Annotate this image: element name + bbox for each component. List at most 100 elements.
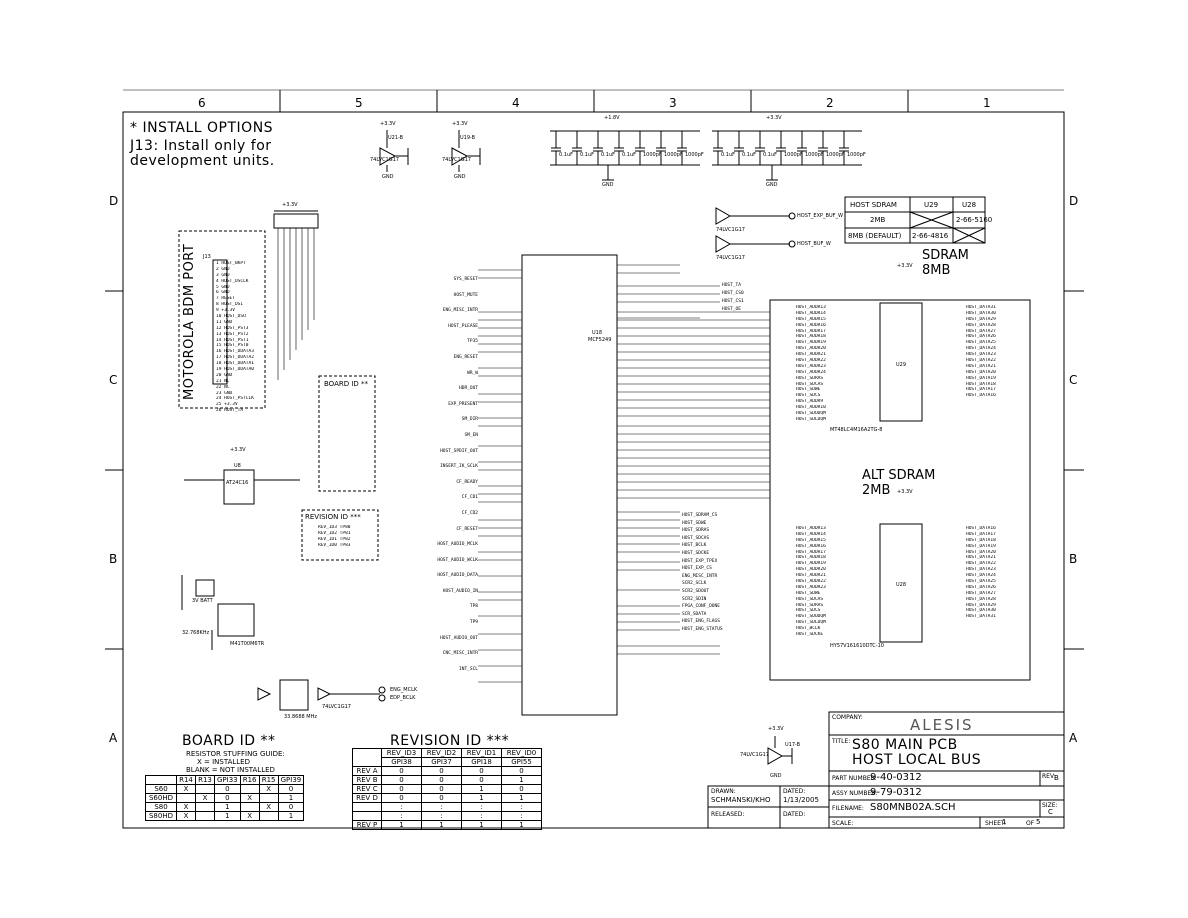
bdm-pin: 25 +3.3V	[216, 402, 238, 408]
cap-value: 1000pF	[685, 152, 704, 158]
table-cell: :	[381, 802, 422, 812]
sdram-addr: HOST_SDCAS	[796, 381, 824, 387]
part-label: 74LVC1G17	[716, 227, 745, 233]
rtc-eeprom-chip	[223, 469, 255, 505]
alt-sdram-addr: HOST_ADDR19	[796, 561, 826, 567]
bdm-pin: 18 HOST_DDATA1	[216, 361, 254, 367]
board-id-box-title: BOARD ID **	[324, 380, 369, 388]
cap-value: 0.1uF	[622, 152, 636, 158]
part-number-label: PART NUMBER:	[832, 775, 877, 782]
filename: S80MNB02A.SCH	[870, 802, 956, 813]
table-header	[352, 748, 382, 758]
bdm-pin: 23 GND	[216, 390, 233, 396]
bdm-pin: 21 NC	[216, 378, 230, 384]
power-label: +3.3V	[282, 202, 298, 208]
table-cell: 1	[277, 793, 305, 803]
power-label: +3.3V	[897, 263, 913, 269]
cpu-right-signal: HOST_EXP_TPEX	[682, 558, 718, 564]
table-cell: S60	[145, 784, 177, 794]
table-header: GPI55	[501, 757, 542, 767]
zone-col-4: 4	[512, 96, 520, 110]
board-id-guide: RESISTOR STUFFING GUIDE:	[186, 750, 285, 758]
bdm-pin: 5 GND	[216, 284, 230, 290]
sdram-addr: HOST_ADDR18	[796, 334, 826, 340]
alt-sdram-data: HOST_DATA21	[966, 555, 996, 561]
cpu-left-signal: TP8	[469, 604, 478, 610]
net-label: HOST_BUF_W	[797, 241, 831, 247]
cpu-left-signal: CF_RESET	[456, 526, 478, 532]
table-cell: 0	[214, 784, 241, 794]
table-cell: :	[461, 811, 502, 821]
table-row: REV C 0 0 1 0	[352, 784, 542, 794]
sdram-addr: HOST_ADDR15	[796, 316, 826, 322]
sdram-data-list: HOST_DATA31 HOST_DATA30 HOST_DATA29 HOST…	[966, 305, 1026, 399]
sdram-addr: HOST_SDCS	[796, 393, 821, 399]
table-cell: X	[239, 793, 260, 803]
cpu-left-signal: HOST_AUDIO_IN	[442, 588, 478, 594]
table-row: REV D 0 0 1 1	[352, 793, 542, 803]
table-cell	[176, 793, 196, 803]
cpu-left-signal: INT_SCL	[459, 666, 478, 672]
assy-number-label: ASSY NUMBER:	[832, 790, 878, 797]
cpu-left-signal: HOST_AUDIO_MCLK	[437, 542, 478, 548]
cpu-right-signal: HOST_EXP_CS	[682, 566, 712, 572]
table-header: REV_ID2	[421, 748, 462, 758]
alt-sdram-data: HOST_DATA29	[966, 602, 996, 608]
bdm-pin: 9 +3.3V	[216, 308, 235, 314]
sdram-data: HOST_DATA18	[966, 381, 996, 387]
assy-number: 9-79-0312	[870, 787, 922, 798]
table-cell: 1	[501, 793, 542, 803]
table-cell: X	[176, 802, 196, 812]
sdram-addr: HOST_ADDR24	[796, 369, 826, 375]
table-header: GPI33	[214, 775, 241, 785]
sdram-data: HOST_DATA21	[966, 363, 996, 369]
sdram-size: 8MB	[922, 263, 951, 278]
battery-label: 3V BATT	[192, 598, 213, 604]
size-label: SIZE:	[1042, 802, 1058, 809]
table-header	[145, 775, 177, 785]
sdram-table-cell: 8MB (DEFAULT)	[848, 232, 902, 240]
sdram-addr: HOST_ADDR19	[796, 340, 826, 346]
cpu-right-signal: HOST_OE	[722, 307, 741, 312]
alt-sdram-data: HOST_DATA26	[966, 584, 996, 590]
table-cell: S80	[145, 802, 177, 812]
cpu-left-signal: INSERT_IK_SCLK	[440, 464, 478, 470]
sdram-title: SDRAM	[922, 248, 969, 263]
power-label: +3.3V	[230, 447, 246, 453]
cpu-left-signal: TP35	[467, 339, 478, 345]
revision-id-title: REVISION ID ***	[390, 733, 510, 749]
cpu-right-signal: SCR2_SDOUT	[682, 588, 710, 594]
cpu-left-signal: CF_CD1	[461, 495, 478, 501]
power-label: +3.3V	[768, 726, 784, 732]
sdram-data: HOST_DATA16	[966, 393, 996, 399]
rtc-clock-chip	[217, 603, 255, 637]
sdram-addr: HOST_SDRAS	[796, 375, 824, 381]
alt-sdram-part: HY57V161610DTC-10	[830, 643, 884, 649]
table-cell: 0	[214, 793, 241, 803]
cpu-right-signal: HOST_BCLK	[682, 543, 707, 549]
sdram-table-cell: 2-66-4816	[912, 232, 949, 240]
bdm-pin: 1 HOST_BKPT	[216, 261, 246, 266]
sdram-addr-list: HOST_ADDR13 HOST_ADDR14 HOST_ADDR15 HOST…	[796, 305, 856, 423]
alt-sdram-addr: HOST_SDCAS	[796, 596, 824, 602]
cpu-left-signal: HOST_MUTE	[453, 292, 478, 298]
part-label: 74LVC1G17	[442, 157, 471, 163]
alt-sdram-addr: HOST_ADDR18	[796, 555, 826, 561]
alt-sdram-addr: HOST_SDUDQM	[796, 614, 826, 620]
sdram-table-header: U29	[924, 201, 939, 209]
net-label: HOST_EXP_BUF_W	[797, 213, 843, 219]
cpu-right-signal: HOST_TA	[722, 283, 741, 288]
table-cell: 1	[461, 793, 502, 803]
table-header: GPI18	[461, 757, 502, 767]
sdram-table-cell: 2MB	[870, 216, 886, 224]
alt-sdram-data: HOST_DATA18	[966, 537, 996, 543]
title-label: TITLE:	[832, 738, 851, 745]
bdm-pin: 24 HOST_PSTCLK	[216, 396, 254, 402]
table-header: R15	[258, 775, 279, 785]
host-sdram-table-box	[844, 196, 986, 244]
oscillator-freq: 33.8688 MHz	[284, 714, 317, 720]
alt-sdram-data: HOST_DATA20	[966, 549, 996, 555]
bdm-pin: 10 HOST_DSO	[216, 314, 246, 320]
ref-label: U17-B	[785, 742, 801, 748]
sdram-bus-box	[769, 299, 1031, 681]
